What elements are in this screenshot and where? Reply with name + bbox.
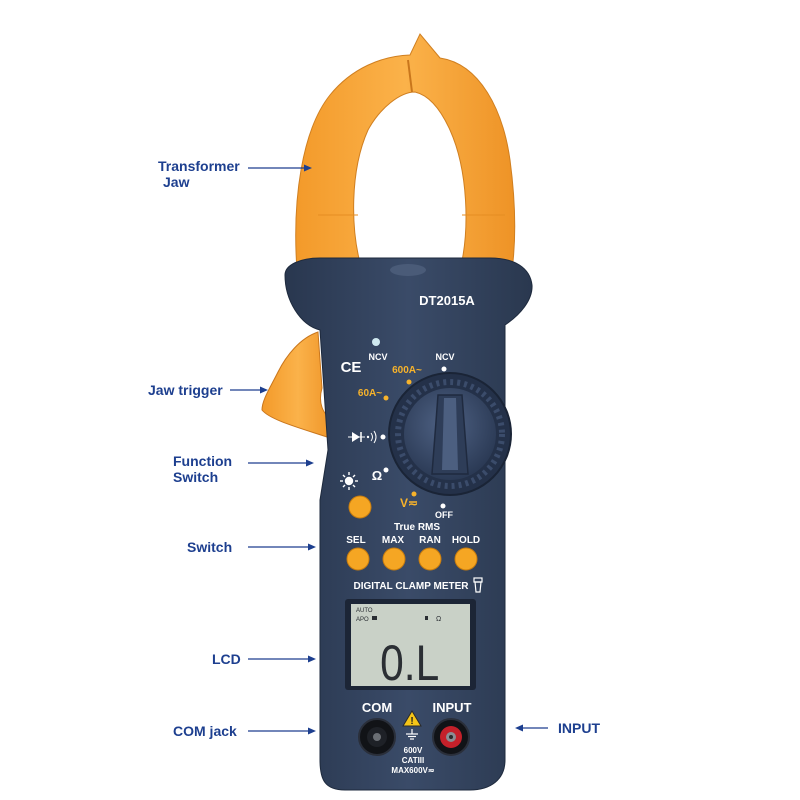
rating-voltage: 600V — [404, 746, 423, 755]
lcd-screen — [351, 604, 470, 686]
dial-ohm-label: Ω — [372, 468, 382, 483]
callout-input: INPUT — [558, 720, 600, 736]
lcd-auto: AUTO — [356, 608, 373, 614]
input-jack-label: INPUT — [433, 700, 472, 715]
model-label: DT2015A — [419, 293, 475, 308]
dial-off-dot — [440, 503, 446, 509]
com-jack-label: COM — [362, 700, 392, 715]
dial-60a-label: 60A~ — [358, 388, 382, 399]
lcd-hold-indicator — [425, 616, 428, 620]
transformer-jaw — [295, 33, 516, 271]
svg-text:!: ! — [410, 716, 413, 727]
dial-off-label: OFF — [435, 510, 453, 520]
callout-arrows — [230, 164, 548, 735]
warning-icon: ! — [402, 710, 422, 727]
callout-transformer-jaw-line1: Transformer — [158, 158, 240, 174]
callout-function-switch-line2: Switch — [173, 469, 219, 485]
hold-button-label: HOLD — [452, 535, 480, 546]
dial-60a-dot — [383, 395, 389, 401]
jaw-trigger[interactable] — [261, 331, 335, 439]
dial-volt-dot — [411, 491, 417, 497]
max-button[interactable] — [382, 547, 406, 571]
ran-button[interactable] — [418, 547, 442, 571]
ncv-led-label: NCV — [368, 352, 387, 362]
sel-button-label: SEL — [346, 535, 365, 546]
max-button-label: MAX — [382, 535, 405, 546]
ground-icon — [406, 729, 418, 740]
ran-button-label: RAN — [419, 535, 441, 546]
lcd-apo: APO — [356, 617, 369, 623]
dial-volt-label: V≂ — [400, 496, 418, 510]
function-switch-knob[interactable] — [388, 372, 512, 496]
hold-button[interactable] — [454, 547, 478, 571]
lcd-reading: 0.L — [380, 635, 439, 691]
backlight-button[interactable] — [348, 495, 372, 519]
body-top-notch — [390, 264, 426, 276]
diode-continuity-icon — [348, 430, 377, 444]
flashlight-icon — [473, 577, 483, 593]
rating-max: MAX600V≂ — [391, 766, 434, 775]
dial-ncv-dot — [441, 366, 447, 372]
callout-switch: Switch — [187, 539, 233, 555]
lcd-battery-icon — [372, 616, 377, 620]
backlight-icon — [340, 472, 358, 490]
callout-com-jack: COM jack — [173, 723, 237, 739]
dial-ncv-label: NCV — [435, 352, 454, 362]
ce-mark: CE — [341, 359, 362, 376]
dial-600a-dot — [406, 379, 412, 385]
callout-jaw-trigger: Jaw trigger — [148, 382, 223, 398]
dial-ohm-dot — [383, 467, 389, 473]
callout-lcd: LCD — [212, 651, 241, 667]
dial-diode-dot — [380, 434, 386, 440]
lcd-unit: Ω — [436, 616, 441, 623]
callout-transformer-jaw-line2: Jaw — [163, 174, 190, 190]
input-jack[interactable] — [432, 718, 470, 756]
com-jack[interactable] — [358, 718, 396, 756]
rating-category: CATIII — [402, 756, 425, 765]
true-rms-label: True RMS — [394, 522, 440, 533]
callout-function-switch-line1: Function — [173, 453, 233, 469]
ncv-led — [372, 338, 380, 346]
jaw-split-line — [407, 59, 413, 93]
title-strip: DIGITAL CLAMP METER — [354, 581, 470, 592]
sel-button[interactable] — [346, 547, 370, 571]
dial-600a-label: 600A~ — [392, 365, 422, 376]
